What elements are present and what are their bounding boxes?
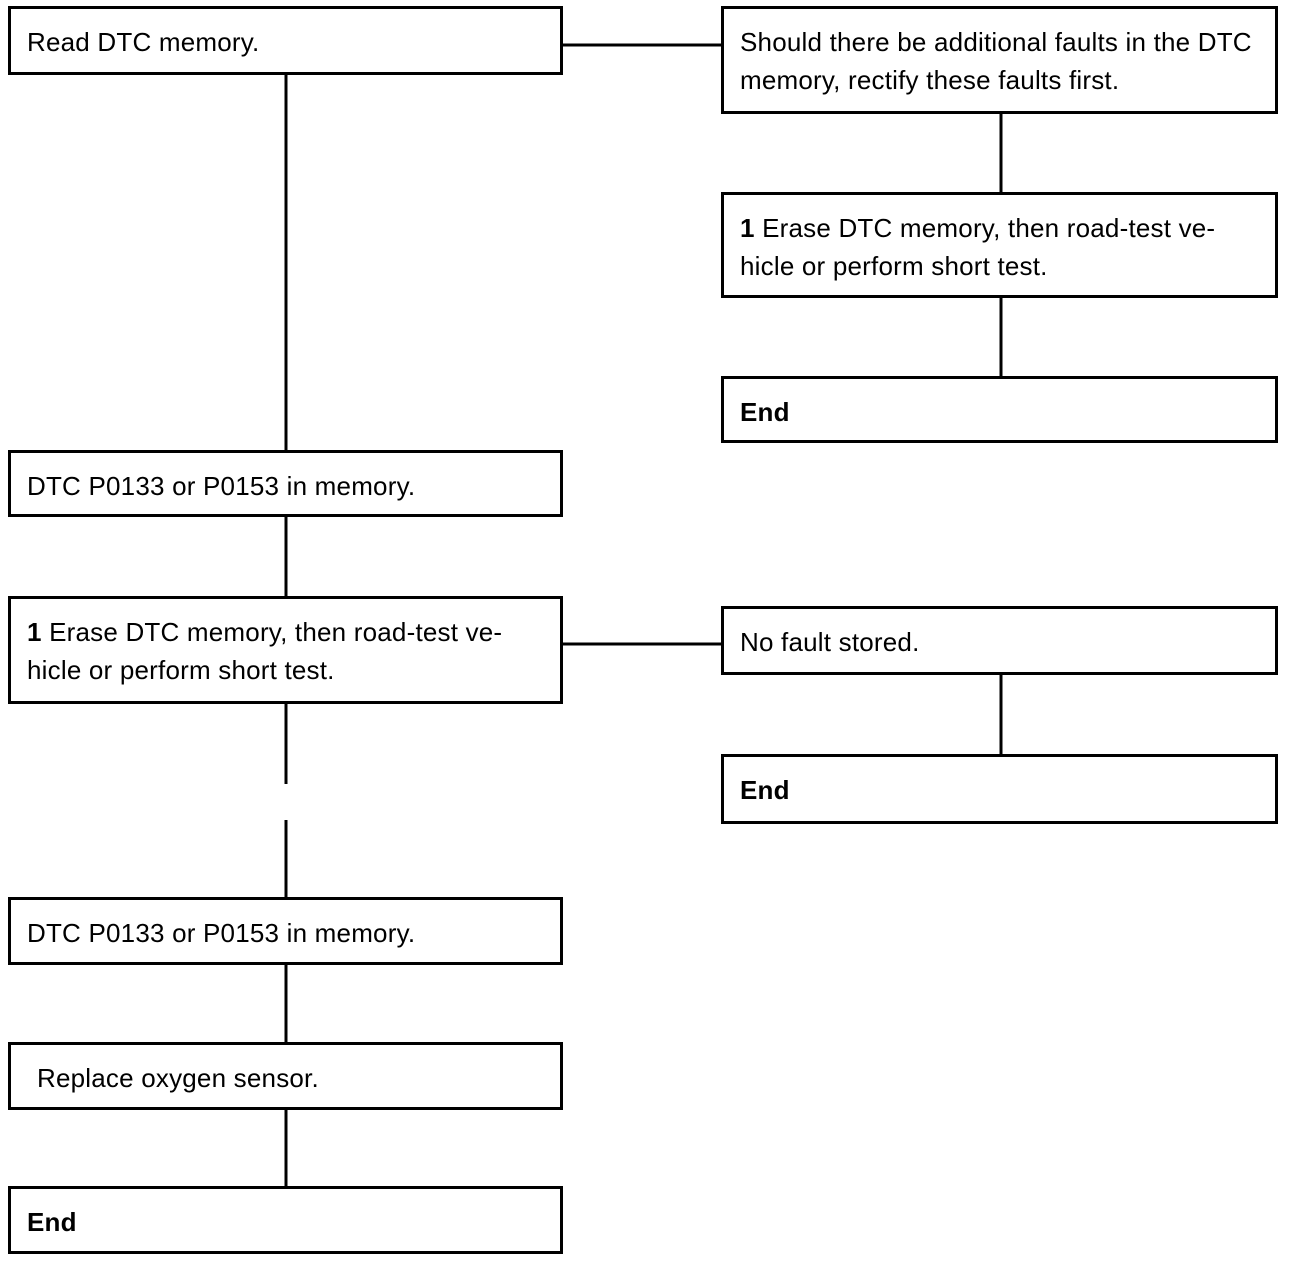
step-text: Erase DTC memory, then road-test ve-hicl… (740, 213, 1216, 281)
end-node-bottom: End (8, 1186, 563, 1254)
step-dtc-in-memory-first: DTC P0133 or P0153 in memory. (8, 450, 563, 517)
end-text: End (740, 775, 790, 805)
step-erase-dtc-memory-right: 1 Erase DTC memory, then road-test ve-hi… (721, 192, 1278, 298)
step-number: 1 (740, 213, 755, 243)
step-text: Erase DTC memory, then road-test ve-hicl… (27, 617, 503, 685)
step-text: Should there be additional faults in the… (740, 27, 1252, 95)
end-text: End (740, 397, 790, 427)
step-read-dtc-memory: Read DTC memory. (8, 6, 563, 75)
step-text: DTC P0133 or P0153 in memory. (27, 918, 416, 948)
step-replace-oxygen-sensor: Replace oxygen sensor. (8, 1042, 563, 1110)
step-dtc-in-memory-second: DTC P0133 or P0153 in memory. (8, 897, 563, 965)
step-additional-faults: Should there be additional faults in the… (721, 6, 1278, 114)
step-erase-dtc-memory-left: 1 Erase DTC memory, then road-test ve-hi… (8, 596, 563, 704)
step-number: 1 (27, 617, 42, 647)
end-node-right-top: End (721, 376, 1278, 443)
end-text: End (27, 1207, 77, 1237)
step-text: Replace oxygen sensor. (37, 1063, 319, 1093)
step-text: No fault stored. (740, 627, 920, 657)
step-text: Read DTC memory. (27, 27, 260, 57)
step-text: DTC P0133 or P0153 in memory. (27, 471, 416, 501)
step-no-fault-stored: No fault stored. (721, 606, 1278, 675)
end-node-right-middle: End (721, 754, 1278, 824)
